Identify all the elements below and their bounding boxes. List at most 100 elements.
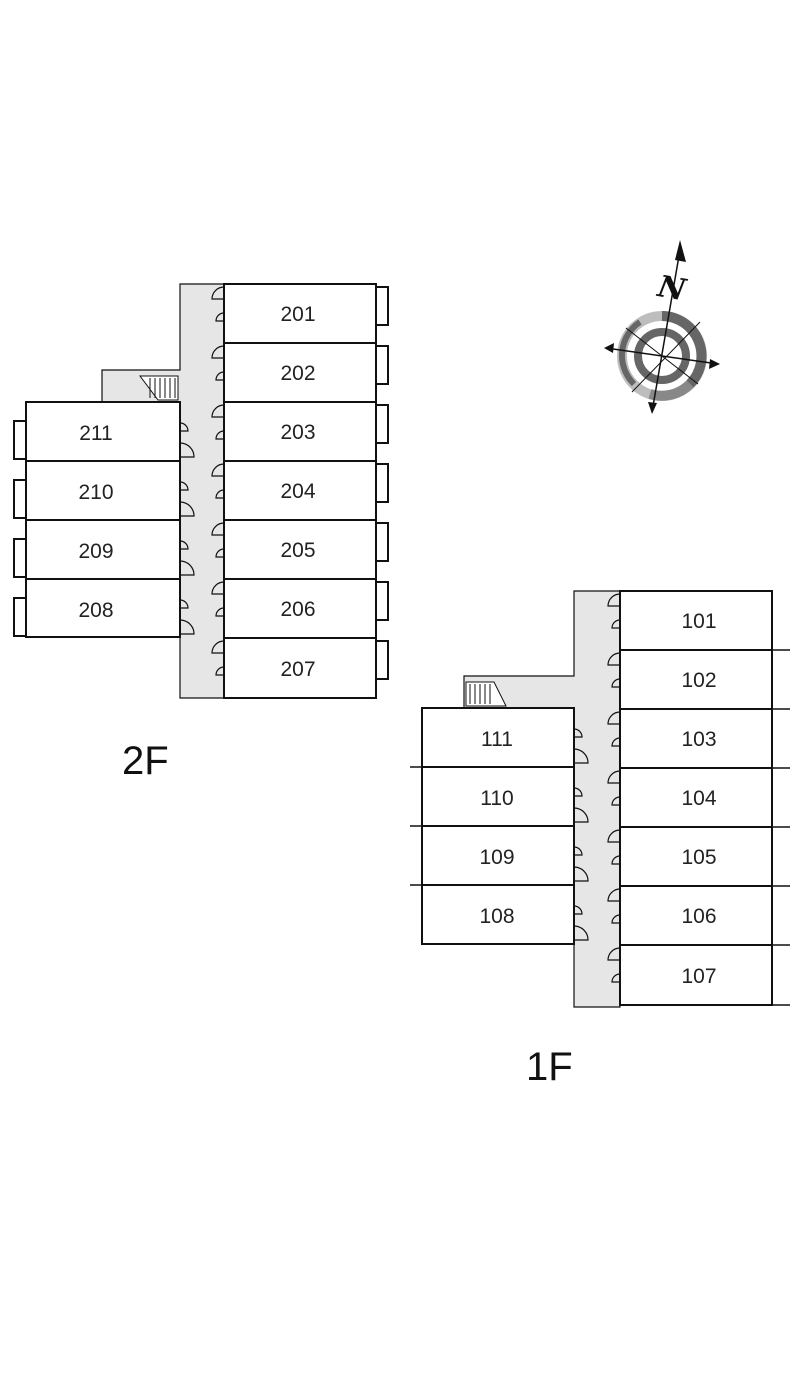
door-icon (179, 619, 195, 635)
door-icon (607, 888, 621, 902)
door-icon (573, 748, 589, 764)
door-icon (573, 787, 583, 797)
floor-label-2f: 2F (122, 739, 169, 783)
room-number: 102 (681, 669, 716, 692)
door-icon (611, 737, 621, 747)
door-icon (179, 481, 189, 491)
door-icon (179, 599, 189, 609)
door-icon (607, 947, 621, 961)
room-210[interactable]: 210 (13, 460, 195, 521)
door-icon (611, 796, 621, 806)
room-201[interactable]: 201 (211, 283, 389, 344)
door-icon (215, 371, 225, 381)
room-110[interactable]: 110 (410, 766, 589, 827)
room-103[interactable]: 103 (607, 708, 790, 769)
room-107[interactable]: 107 (607, 944, 790, 1006)
balcony (375, 463, 389, 503)
room-number: 206 (280, 598, 315, 621)
room-105[interactable]: 105 (607, 826, 790, 887)
room-number: 202 (280, 362, 315, 385)
balcony (375, 286, 389, 326)
door-icon (211, 286, 225, 300)
door-icon (179, 422, 189, 432)
door-icon (611, 973, 621, 983)
door-icon (611, 619, 621, 629)
room-111[interactable]: 111 (410, 707, 589, 768)
door-icon (611, 855, 621, 865)
door-icon (611, 678, 621, 688)
door-icon (179, 540, 189, 550)
room-number: 211 (79, 422, 112, 445)
balcony (13, 420, 27, 460)
room-109[interactable]: 109 (410, 825, 589, 886)
room-number: 203 (280, 421, 315, 444)
door-icon (607, 829, 621, 843)
room-209[interactable]: 209 (13, 519, 195, 580)
door-icon (215, 607, 225, 617)
compass-north-label: N (654, 269, 690, 309)
room-number: 109 (479, 846, 514, 869)
room-number: 101 (681, 610, 716, 633)
room-101[interactable]: 101 (607, 590, 790, 651)
room-number: 201 (280, 303, 315, 326)
door-icon (573, 905, 583, 915)
room-207[interactable]: 207 (211, 637, 389, 699)
floor-2f: 201 202 203 204 205 (13, 283, 389, 783)
room-number: 210 (78, 481, 113, 504)
room-204[interactable]: 204 (211, 460, 389, 521)
room-number: 108 (479, 905, 514, 928)
door-icon (607, 652, 621, 666)
room-number: 204 (280, 480, 315, 503)
balcony (375, 404, 389, 444)
door-icon (215, 430, 225, 440)
door-icon (215, 666, 225, 676)
room-number: 207 (280, 658, 315, 681)
room-104[interactable]: 104 (607, 767, 790, 828)
room-number: 106 (681, 905, 716, 928)
room-205[interactable]: 205 (211, 519, 389, 580)
balcony (13, 597, 27, 637)
room-211[interactable]: 211 (13, 401, 195, 462)
room-203[interactable]: 203 (211, 401, 389, 462)
door-icon (215, 548, 225, 558)
door-icon (573, 925, 589, 941)
stair-icon (465, 681, 507, 707)
door-icon (215, 489, 225, 499)
balcony (13, 479, 27, 519)
balcony (375, 640, 389, 680)
compass-rose-icon: N (604, 240, 720, 414)
door-icon (573, 807, 589, 823)
room-106[interactable]: 106 (607, 885, 790, 946)
door-icon (211, 463, 225, 477)
door-icon (211, 404, 225, 418)
door-icon (607, 711, 621, 725)
room-206[interactable]: 206 (211, 578, 389, 639)
door-icon (607, 770, 621, 784)
door-icon (179, 442, 195, 458)
floor-label-1f: 1F (526, 1045, 573, 1089)
balcony (375, 522, 389, 562)
door-icon (611, 914, 621, 924)
room-202[interactable]: 202 (211, 342, 389, 403)
room-number: 111 (481, 728, 513, 751)
room-number: 110 (480, 787, 513, 810)
door-icon (607, 593, 621, 607)
room-108[interactable]: 108 (421, 884, 589, 945)
balcony (375, 581, 389, 621)
door-icon (211, 581, 225, 595)
room-number: 103 (681, 728, 716, 751)
door-icon (573, 866, 589, 882)
door-icon (211, 640, 225, 654)
door-icon (179, 560, 195, 576)
room-number: 209 (78, 540, 113, 563)
room-208[interactable]: 208 (13, 578, 195, 638)
stair-icon (139, 375, 179, 401)
floor-1f: 101 102 103 104 105 (410, 590, 790, 1089)
door-icon (215, 312, 225, 322)
door-icon (211, 345, 225, 359)
door-icon (573, 846, 583, 856)
balcony (13, 538, 27, 578)
room-102[interactable]: 102 (607, 649, 790, 710)
room-number: 107 (681, 965, 716, 988)
